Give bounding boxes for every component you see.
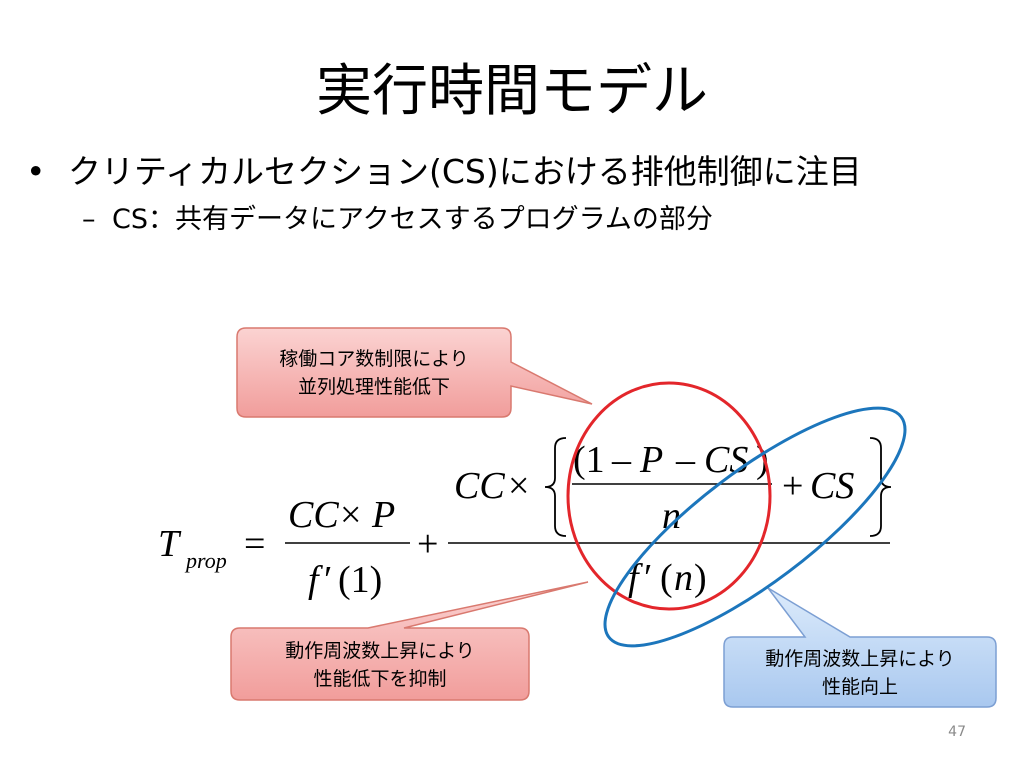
formula-right-brace (869, 437, 892, 537)
page-number: 47 (948, 724, 966, 740)
outer-plus: + (782, 465, 803, 507)
sub-bullet-item: –CS：共有データにアクセスするプログラムの部分 (82, 201, 713, 239)
frac1-den-f: f (308, 559, 323, 601)
formula-left-brace (544, 437, 567, 537)
bullet-item: • クリティカルセクション(CS)における排他制御に注目 (26, 150, 862, 194)
frac2-den-prime: ′ (644, 557, 652, 599)
callout-freq-suppress-line1: 動作周波数上昇により (285, 640, 475, 662)
frac1-num-times: × (340, 494, 361, 536)
frac2-num-times: × (508, 465, 529, 507)
inner-p: P (639, 439, 663, 481)
frac1-num-p: P (371, 494, 395, 536)
red-circle-highlight (566, 381, 772, 611)
frac1-num-cc: CC (288, 494, 339, 536)
slide-title: 実行時間モデル (316, 59, 708, 124)
inner-n: n (662, 495, 681, 537)
callout-core-limit-line1: 稼働コア数制限により (279, 348, 469, 370)
frac1-den-prime: ′ (324, 559, 332, 601)
bullet-marker: • (26, 152, 46, 191)
inner-close: ) (756, 439, 769, 481)
formula-equals: = (244, 523, 265, 565)
outer-cs: CS (810, 465, 854, 507)
frac2-den-n: n (674, 557, 693, 599)
formula-plus: + (417, 523, 438, 565)
formula-lhs-t: T (158, 523, 182, 565)
inner-minus1: – (611, 439, 632, 481)
callout-freq-improve-line2: 性能向上 (822, 676, 898, 698)
bullet-text: クリティカルセクション(CS)における排他制御に注目 (68, 152, 862, 191)
callout-freq-suppress: 動作周波数上昇により 性能低下を抑制 (230, 581, 589, 701)
callout-freq-suppress-line2: 性能低下を抑制 (313, 668, 446, 690)
frac2-den-open: ( (660, 557, 673, 599)
frac2-num-cc: CC (454, 465, 505, 507)
callout-core-limit: 稼働コア数制限により 並列処理性能低下 (236, 327, 593, 418)
frac1-den-arg: (1) (338, 559, 382, 601)
formula-lhs-subscript: prop (184, 548, 227, 573)
callout-core-limit-line2: 並列処理性能低下 (298, 376, 450, 398)
formula: T prop = CC × P f ′ (1) + CC × (1 – P – … (158, 437, 892, 601)
inner-minus2: – (675, 439, 696, 481)
sub-bullet-marker: – (82, 204, 96, 235)
frac2-den-close: ) (694, 557, 707, 599)
sub-bullet-text: CS：共有データにアクセスするプログラムの部分 (112, 204, 713, 235)
inner-cs: CS (704, 439, 748, 481)
callout-freq-improve: 動作周波数上昇により 性能向上 (723, 587, 997, 708)
callout-freq-improve-line1: 動作周波数上昇により (765, 648, 955, 670)
blue-ellipse-highlight (603, 406, 907, 648)
